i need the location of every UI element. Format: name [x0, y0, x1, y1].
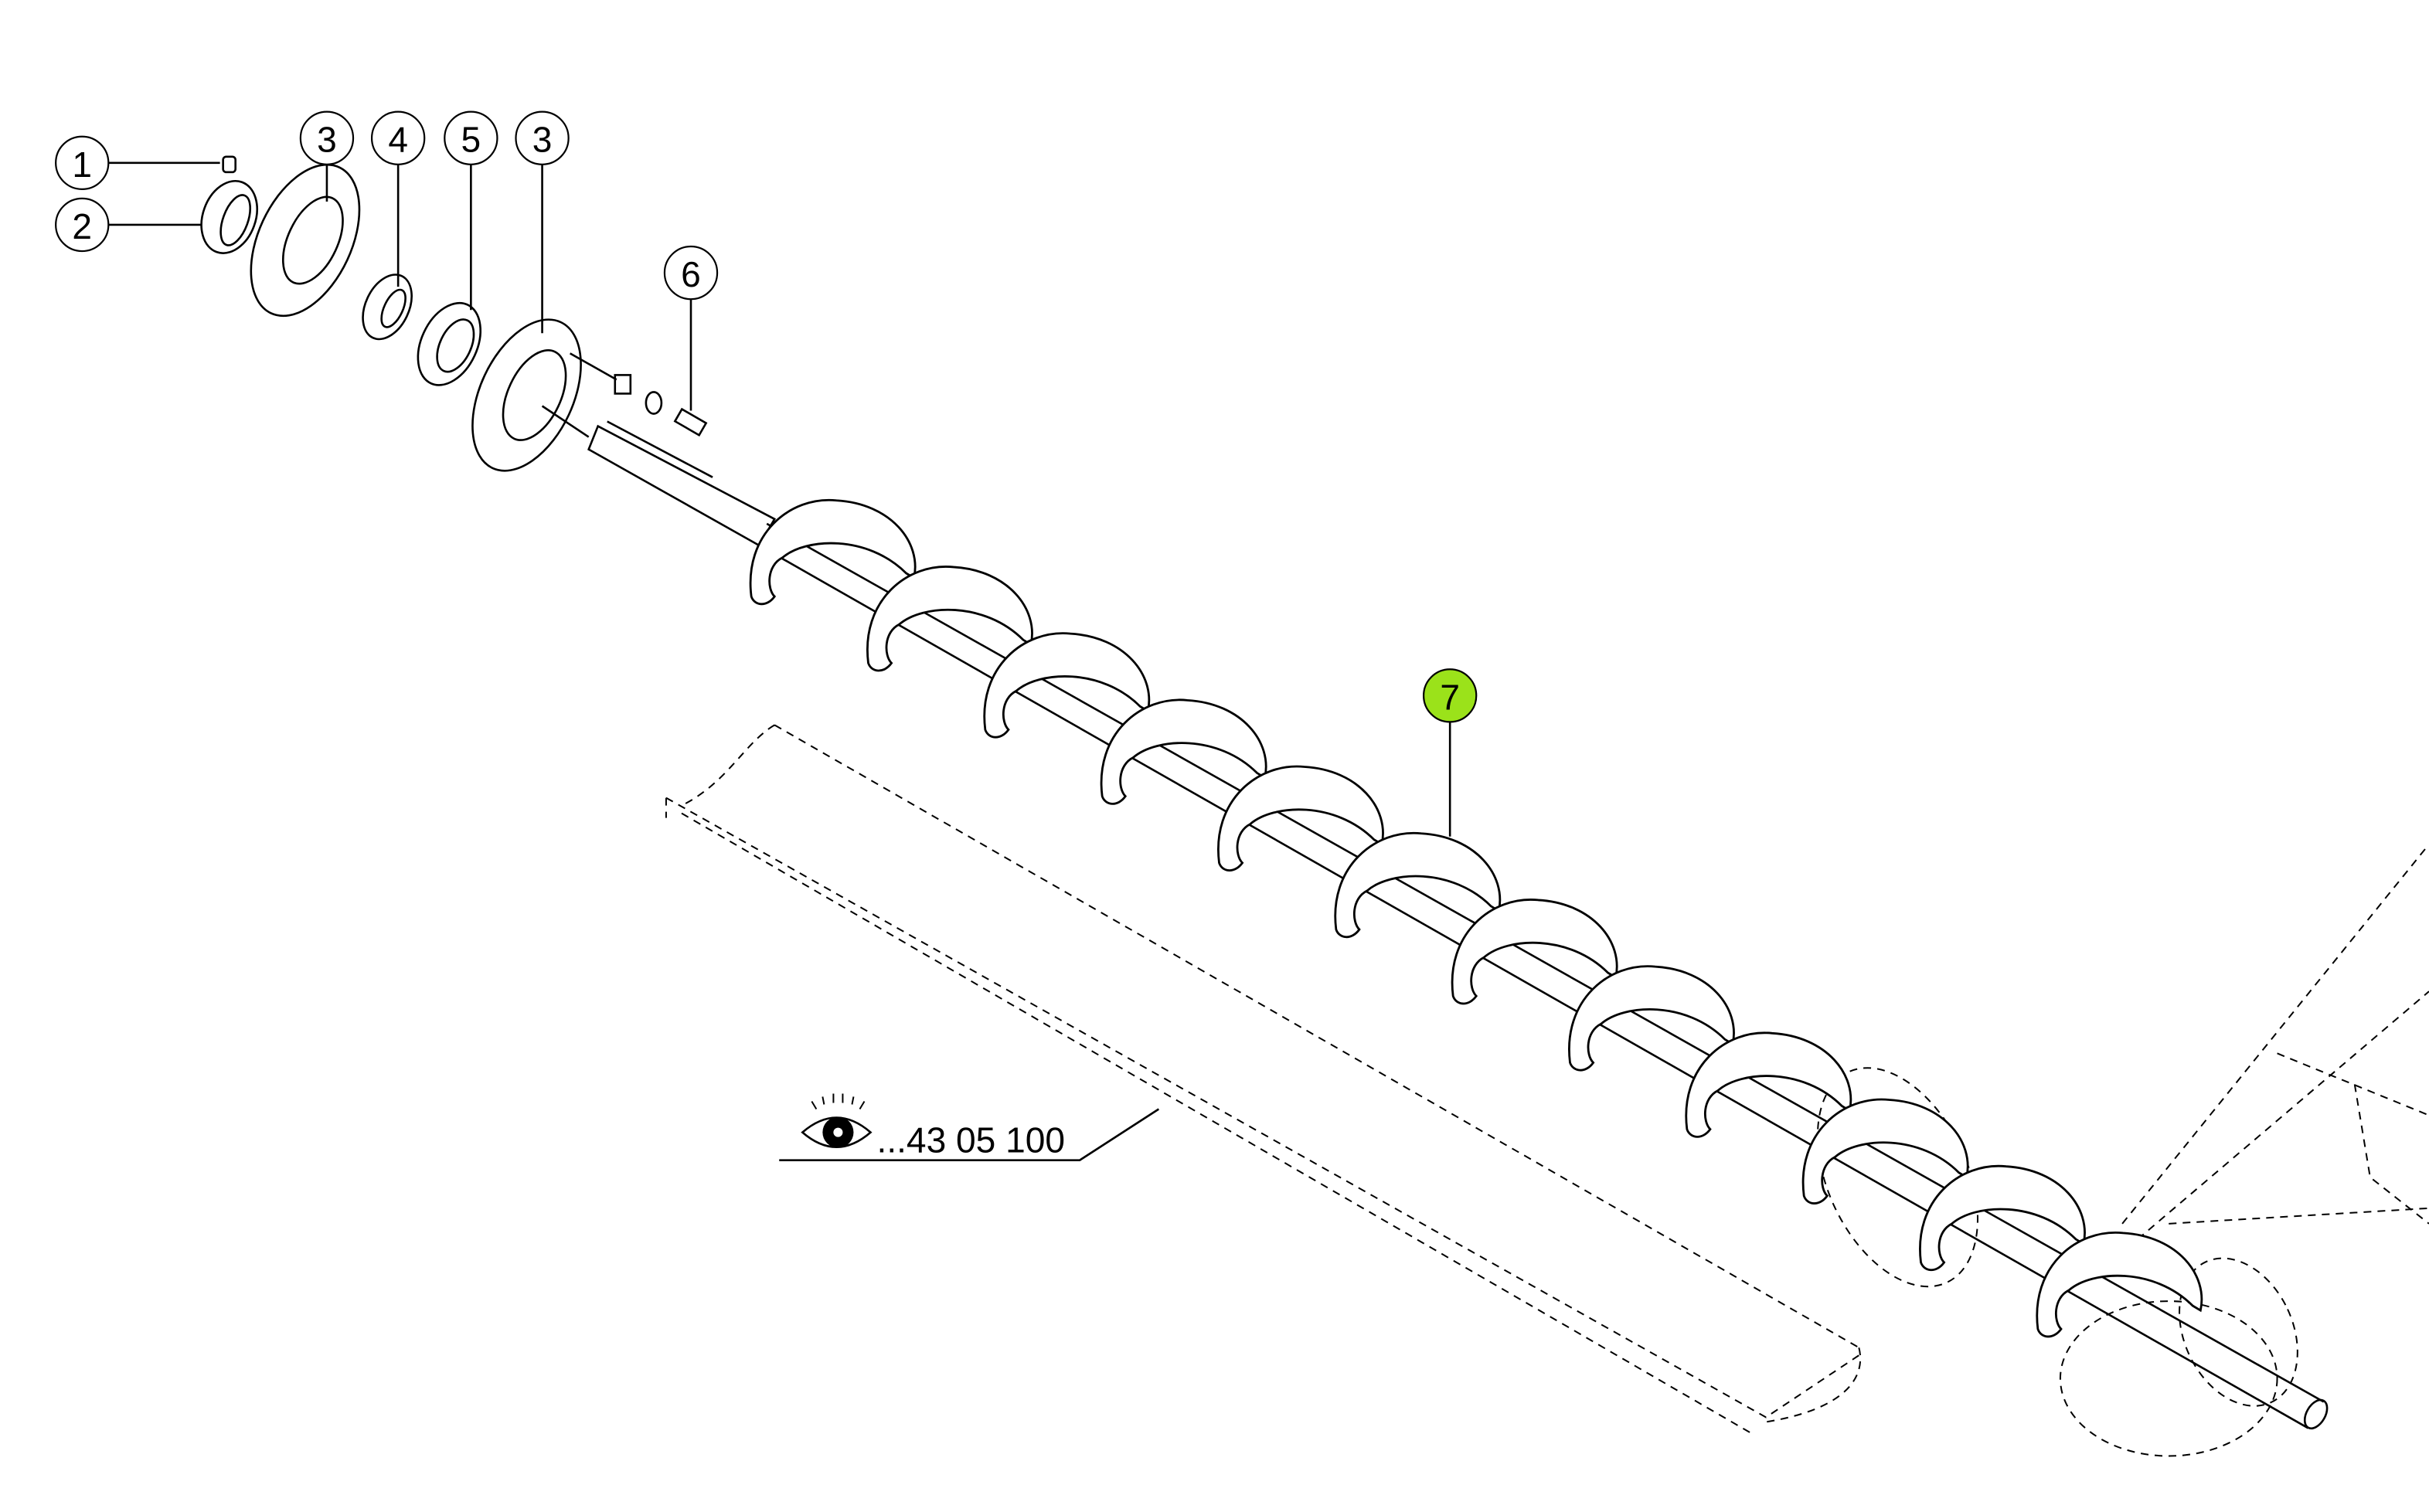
auger-flight	[1217, 765, 1384, 872]
callout-label: 2	[72, 206, 92, 246]
callout-4[interactable]: 4	[370, 110, 426, 165]
callout-label: 5	[461, 120, 481, 160]
callout-2[interactable]: 2	[55, 197, 110, 253]
callout-3[interactable]: 3	[299, 110, 355, 165]
callout-label: 3	[532, 120, 553, 160]
callout-circle	[370, 110, 426, 165]
callout-label: 3	[317, 120, 337, 160]
auger-flight	[1100, 698, 1267, 805]
bolt-nut-washer-part[interactable]	[570, 352, 708, 437]
auger-flight	[1451, 899, 1618, 1005]
callout-label: 1	[72, 144, 92, 185]
callout-3[interactable]: 3	[515, 110, 570, 165]
eye-icon	[801, 1093, 873, 1148]
auger-flight	[2036, 1232, 2203, 1338]
auger-flight	[866, 566, 1033, 672]
flange-plate-part[interactable]	[229, 148, 381, 333]
callout-label: 6	[681, 254, 701, 294]
flange-plate-part-2[interactable]	[451, 303, 603, 488]
leader-lines	[108, 161, 1451, 837]
cross-reference[interactable]: ...43 05 100	[779, 1093, 1160, 1161]
callout-circle	[444, 110, 498, 165]
bearing-part[interactable]	[406, 293, 493, 395]
callout-label: 7	[1440, 677, 1460, 717]
auger-flight	[1334, 831, 1502, 939]
locking-collar-part[interactable]	[192, 173, 267, 261]
auger-flight	[749, 498, 917, 606]
grease-nipple-part[interactable]	[222, 155, 236, 174]
callout-6[interactable]: 6	[663, 245, 719, 301]
auger-flight	[1801, 1098, 1969, 1205]
callout-1[interactable]: 1	[55, 135, 110, 190]
auger-flight	[1685, 1031, 1852, 1138]
bearing-insert-part[interactable]	[353, 267, 421, 347]
callout-circle	[299, 110, 355, 165]
callout-5[interactable]: 5	[444, 110, 498, 165]
auger-flight	[1568, 965, 1735, 1072]
auger-flight	[1919, 1164, 2086, 1272]
callout-circle	[55, 197, 110, 253]
callout-circle	[1423, 668, 1478, 723]
callout-circle	[663, 245, 719, 301]
auger-part[interactable]	[541, 405, 2332, 1432]
callout-label: 4	[388, 120, 408, 160]
auger-flight	[983, 632, 1151, 739]
callout-circle	[515, 110, 570, 165]
callout-circle	[55, 135, 110, 190]
reference-text: ...43 05 100	[877, 1120, 1065, 1160]
callout-7[interactable]: 7	[1423, 668, 1478, 723]
